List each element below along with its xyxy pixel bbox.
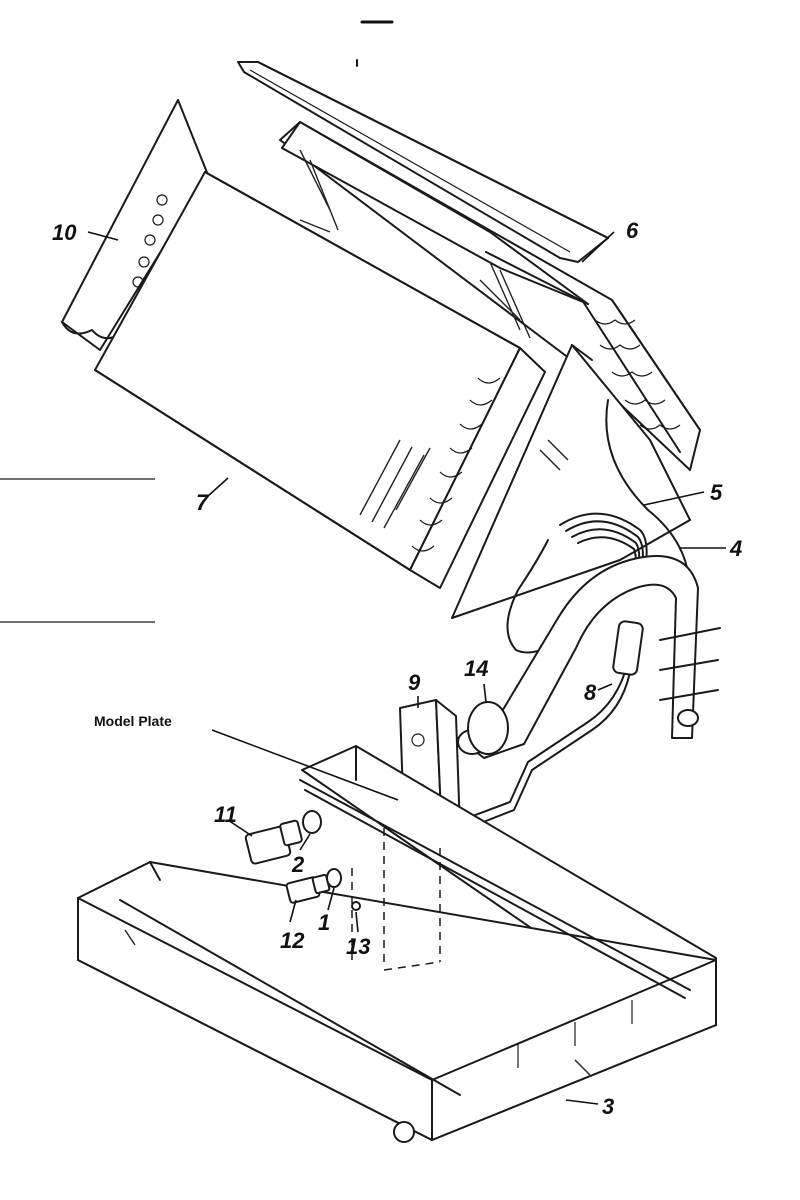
callout-2: 2 (291, 852, 305, 877)
callout-1: 1 (318, 910, 330, 935)
callout-11: 11 (214, 802, 237, 827)
hidden-lines (351, 828, 441, 971)
washer-1 (326, 868, 342, 888)
callout-5: 5 (710, 480, 723, 505)
callout-9: 9 (408, 670, 421, 695)
callout-10: 10 (52, 220, 77, 245)
suction-line (457, 555, 721, 759)
callout-8: 8 (584, 680, 597, 705)
callout-7: 7 (196, 490, 210, 515)
callout-4: 4 (729, 536, 742, 561)
top-panel (237, 61, 609, 263)
fitting-11 (244, 819, 303, 865)
screw-13 (351, 901, 361, 911)
grommet (467, 701, 509, 755)
front-coil (94, 171, 546, 589)
washer-2 (302, 810, 322, 834)
callout-12: 12 (280, 928, 305, 953)
rear-coil (279, 121, 701, 471)
model-plate-label: Model Plate (94, 713, 172, 729)
drain-pan (77, 745, 717, 1143)
callout-13: 13 (346, 934, 370, 959)
leader-lines (87, 231, 726, 1105)
callout-6: 6 (626, 218, 639, 243)
callout-14: 14 (464, 656, 488, 681)
liquid-line (461, 620, 644, 829)
delta-plate (451, 344, 691, 619)
callout-3: 3 (602, 1094, 614, 1119)
